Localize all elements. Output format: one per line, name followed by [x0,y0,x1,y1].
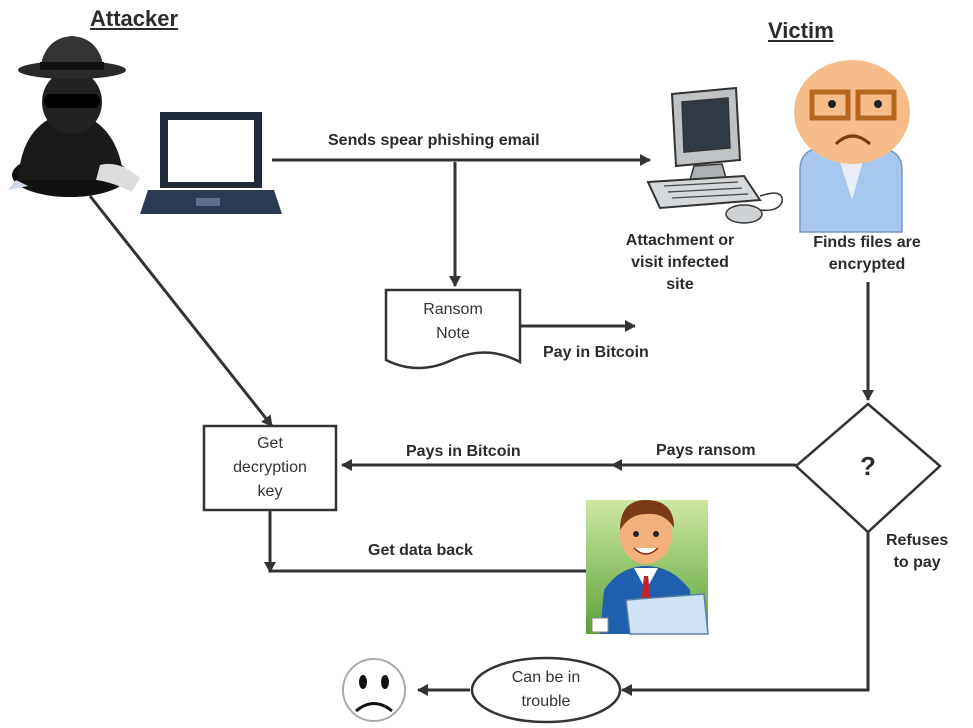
arrow-refuses [621,532,870,696]
attachment-line1: Attachment or [625,232,735,249]
ransom-line2: Note [436,325,470,342]
trouble-line2: trouble [521,693,571,710]
get-data-back-label: Get data back [368,542,473,559]
key-line1: Get [257,435,283,452]
finds-line2: encrypted [828,256,906,273]
happy-businessman-icon [586,500,709,635]
victim-header: Victim [768,18,834,43]
decision-diamond [794,402,942,534]
refuses-line2: to pay [893,554,941,571]
key-line2: decryption [233,459,307,476]
key-line3: key [257,483,283,500]
decision-label: ? [860,451,876,481]
worried-man-icon [794,60,910,233]
sends-email-label: Sends spear phishing email [328,132,540,149]
ransom-line1: Ransom [423,301,483,318]
trouble-ellipse [470,656,622,724]
pays-ransom-label: Pays ransom [656,442,756,459]
sad-face-icon [342,658,406,722]
pays-in-bitcoin-label: Pays in Bitcoin [406,443,521,460]
laptop-icon [140,112,282,214]
desktop-computer-icon [646,86,783,224]
ransom-note-label: Ransom Note [386,298,520,346]
ransom-note-shape [384,288,522,370]
hacker-icon [8,36,140,197]
refuses-line1: Refuses [886,532,949,549]
connectors [88,154,874,696]
trouble-label: Can be in trouble [472,666,620,714]
trouble-line1: Can be in [511,669,581,686]
attacker-header: Attacker [90,6,179,31]
decryption-key-box [202,424,338,512]
decryption-key-label: Get decryption key [204,432,336,504]
attachment-line3: site [666,276,694,293]
refuses-label: Refuses to pay [886,530,948,574]
attachment-label: Attachment or visit infected site [605,230,755,296]
attachment-line2: visit infected [631,254,729,271]
arrow-attacker-to-key [88,195,274,427]
finds-line1: Finds files are [813,234,921,251]
pay-in-bitcoin-note-label: Pay in Bitcoin [543,344,649,361]
finds-files-label: Finds files are encrypted [792,232,942,276]
